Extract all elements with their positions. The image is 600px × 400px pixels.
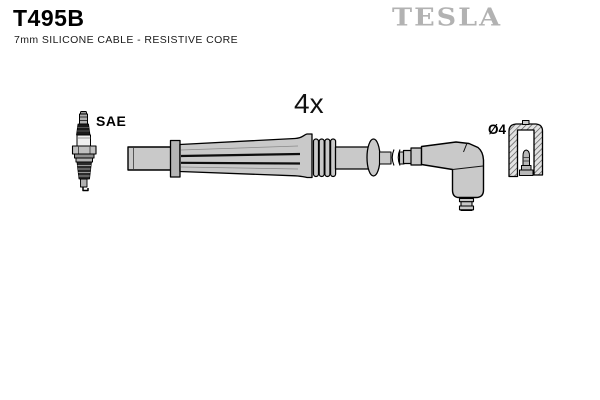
protective-cap-drawing: [508, 120, 544, 178]
part-number: T495B: [13, 5, 85, 31]
ignition-cable-drawing: [127, 133, 485, 212]
quantity-label: 4x: [294, 88, 324, 119]
tesla-logo: TESLA: [392, 4, 503, 32]
cap-diameter-label: Ø4: [488, 122, 507, 137]
spark-plug-drawing: [71, 111, 97, 192]
sae-terminal-label: SAE: [96, 113, 127, 129]
cable-spec-subtitle: 7mm SILICONE CABLE - RESISTIVE CORE: [14, 34, 239, 46]
